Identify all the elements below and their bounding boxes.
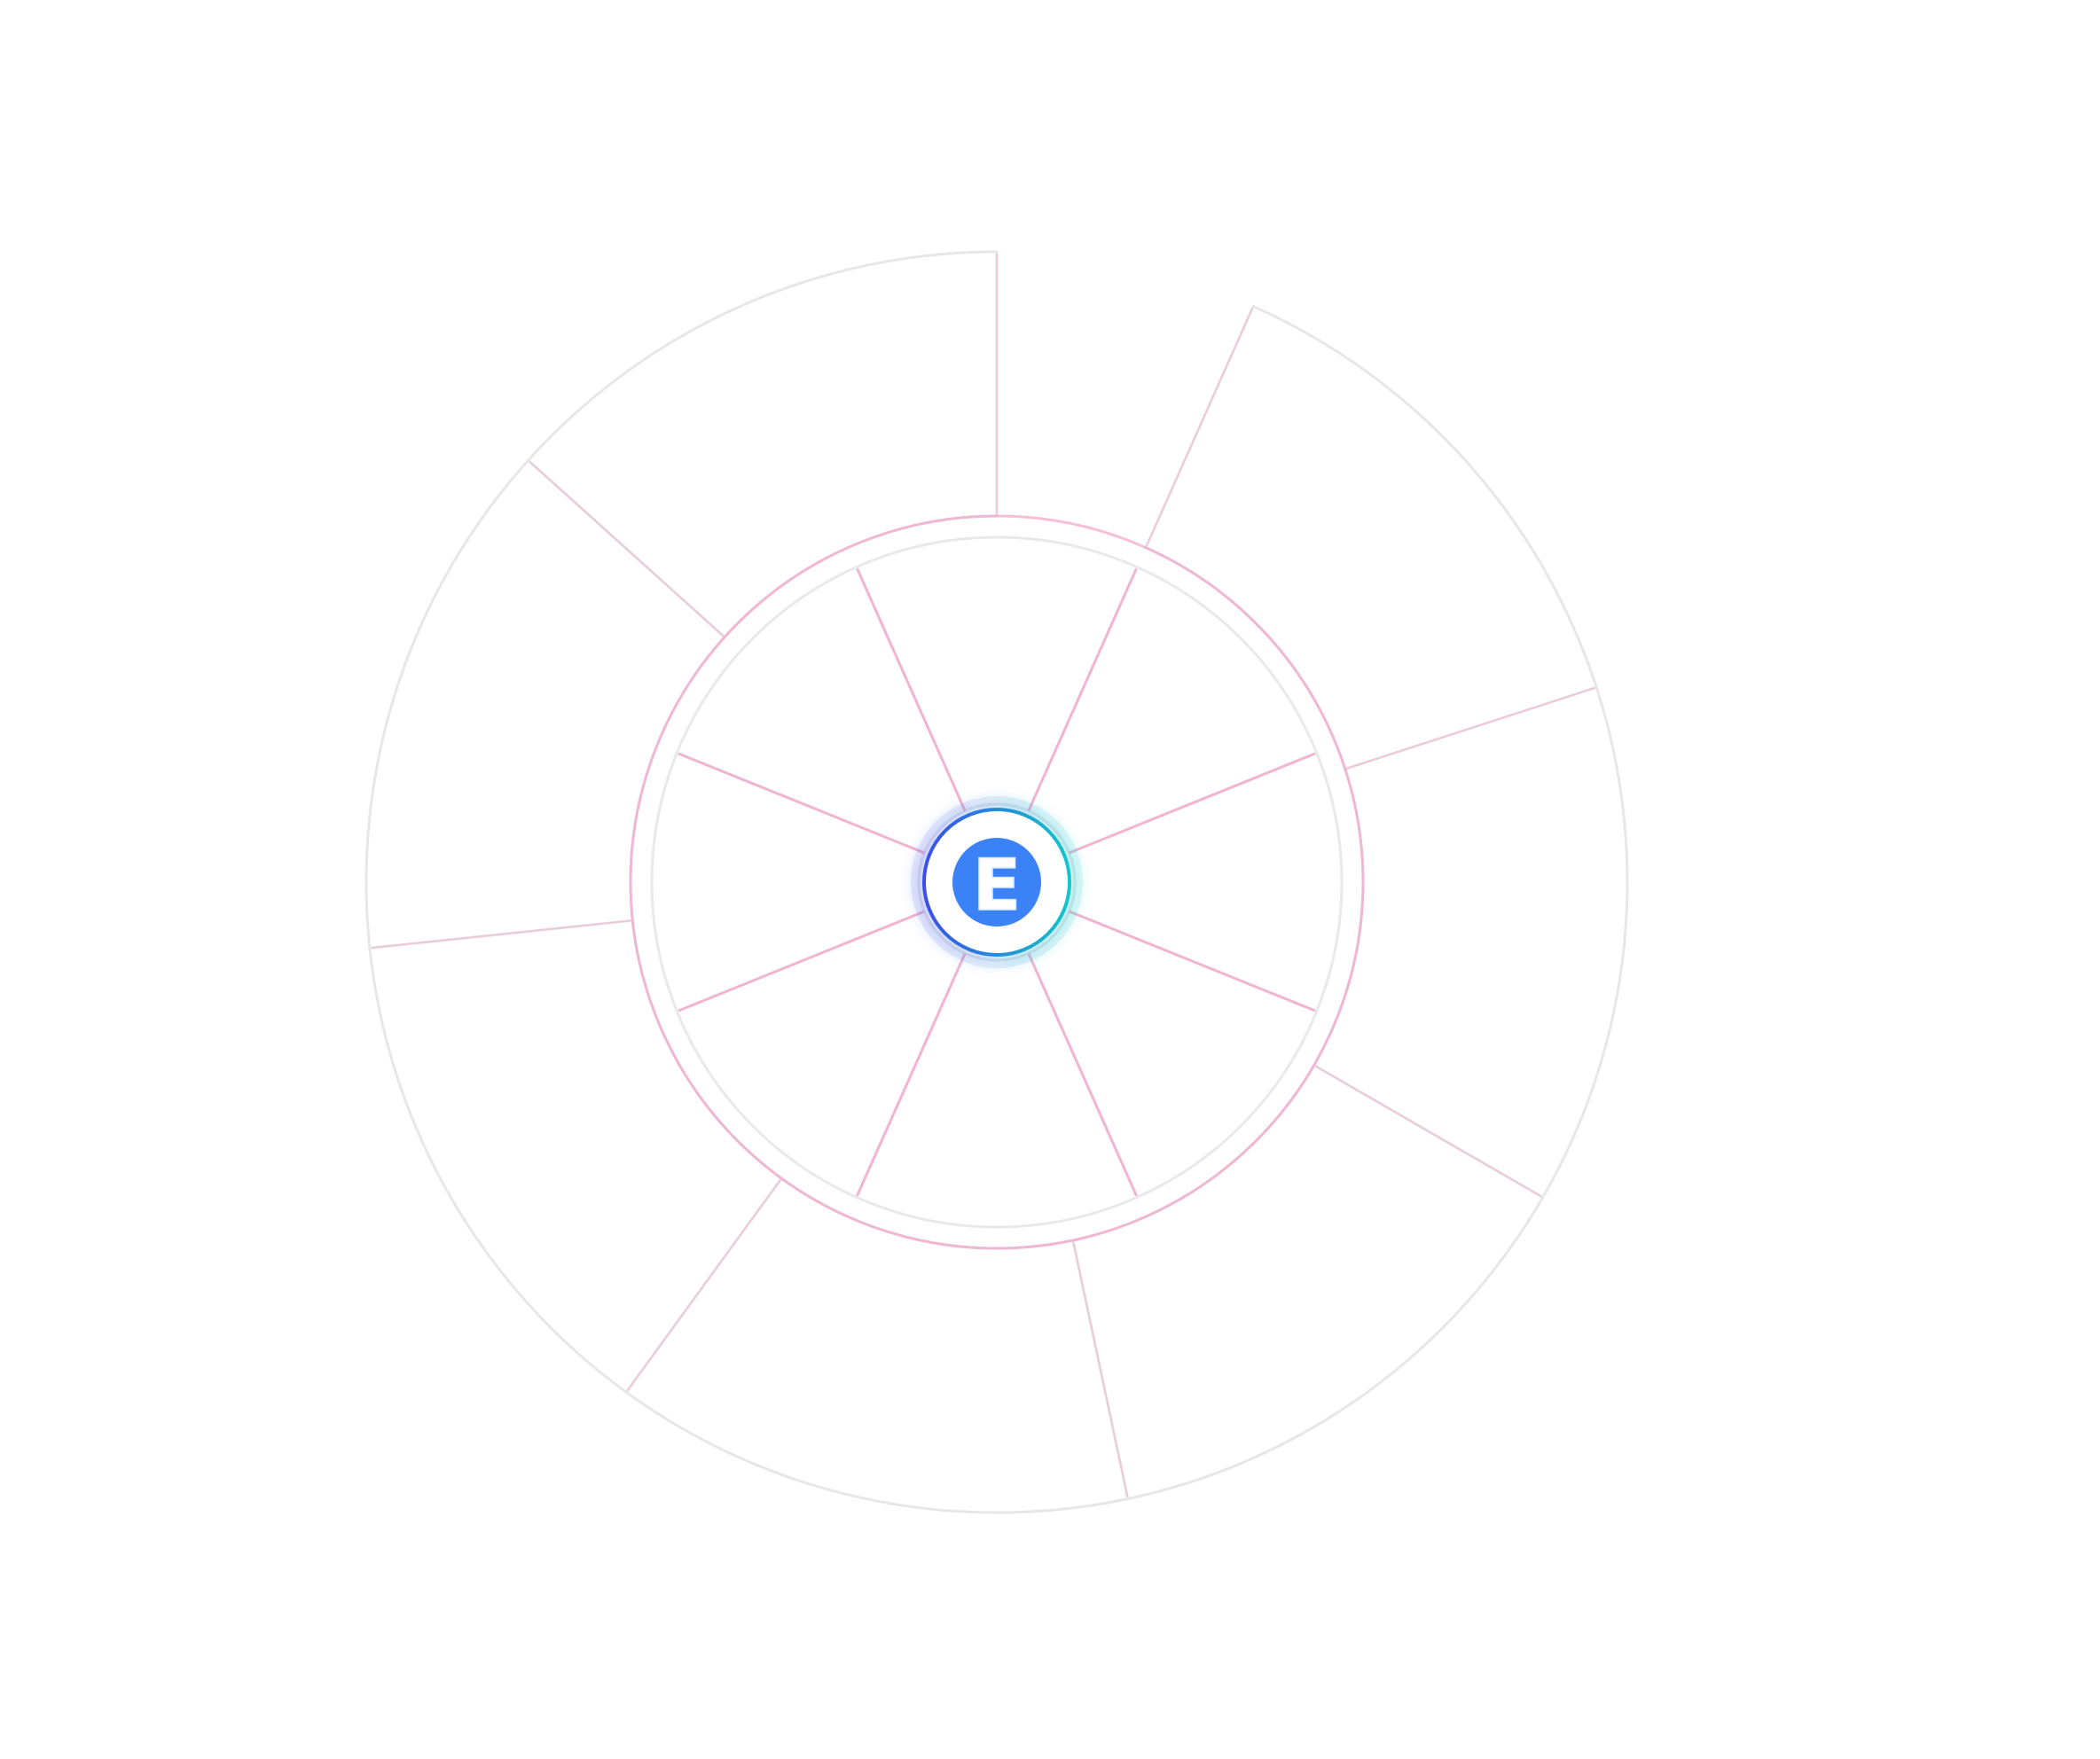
outer-ring [364, 250, 1629, 1514]
center-button[interactable]: E [911, 796, 1083, 968]
outer-ring-divider [371, 919, 631, 950]
middle-ring-outline [629, 514, 1365, 1250]
inner-ring-divider [856, 952, 967, 1197]
inner-ring-divider [1027, 952, 1138, 1197]
outer-ring-divider [1346, 686, 1595, 770]
inner-ring-divider [856, 567, 967, 812]
letter-e-badge-icon [952, 838, 1041, 926]
outer-ring-divider [626, 1179, 781, 1392]
center-button-label: E [973, 844, 1022, 926]
outer-ring-divider [1314, 1065, 1542, 1198]
inner-ring-divider [678, 910, 925, 1012]
middle-ring-outline-circle [629, 514, 1365, 1250]
outer-ring-divider [529, 460, 725, 637]
outer-ring-divider [1145, 307, 1254, 547]
inner-ring-divider [1027, 567, 1138, 812]
inner-ring-divider [1069, 910, 1316, 1012]
inner-ring-divider [1069, 752, 1316, 855]
inner-ring-divider [678, 752, 925, 855]
outer-ring-divider [1072, 1241, 1129, 1497]
